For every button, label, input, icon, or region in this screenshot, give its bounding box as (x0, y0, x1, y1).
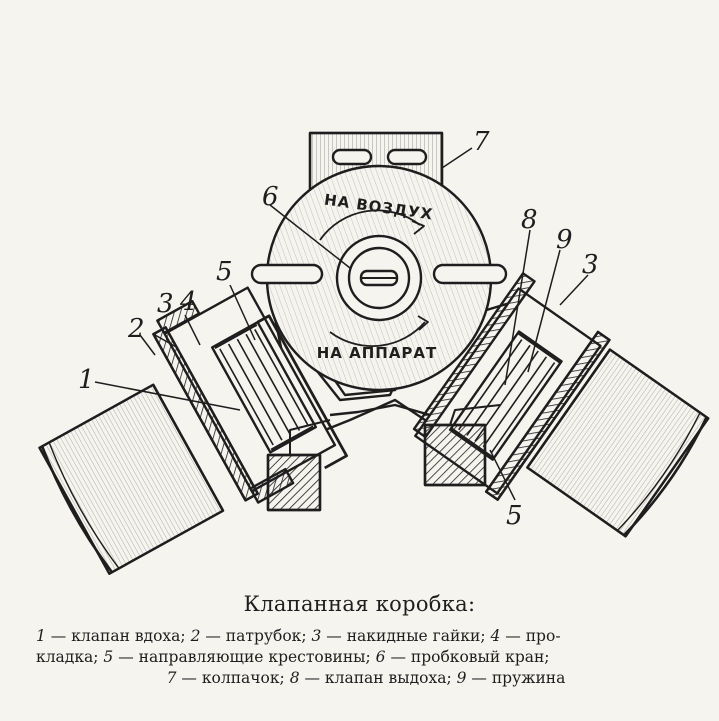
legend-text: кладка; (36, 648, 104, 666)
lower-outlets (266, 404, 501, 512)
legend-num: 8 (289, 669, 300, 687)
inhale-valve-housing (152, 286, 348, 504)
callout-9: 9 (556, 225, 573, 255)
legend-num: 7 (166, 669, 177, 687)
leader-lines (94, 147, 589, 501)
callout-8: 8 (521, 205, 538, 235)
legend-text: — клапан выдоха; (299, 669, 457, 687)
right-nozzle (526, 348, 710, 538)
legend-num: 6 (375, 648, 386, 666)
caption-legend: 1 — клапан вдоха; 2 — патрубок; 3 — наки… (36, 626, 696, 689)
legend-num: 9 (456, 669, 467, 687)
left-nozzle (38, 383, 225, 575)
legend-text: — клапан вдоха; (45, 627, 191, 645)
callout-2: 2 (127, 314, 145, 344)
legend-text: — направляющие крестовины; (113, 648, 376, 666)
dial-text-bottom: НА АППАРАТ (317, 344, 438, 362)
inhale-valve-disc (210, 320, 318, 454)
legend-num: 5 (103, 648, 114, 666)
callout-labels: 7 6 5 4 3 2 1 8 9 3 5 (78, 127, 599, 531)
legend-num: 4 (490, 627, 501, 645)
plug-cock-dial (250, 164, 508, 392)
caption-title: Клапанная коробка: (243, 592, 476, 616)
callout-4: 4 (179, 287, 197, 317)
callout-1: 1 (78, 365, 95, 395)
callout-3-right: 3 (582, 250, 599, 280)
legend-line-1: 1 — клапан вдоха; 2 — патрубок; 3 — наки… (36, 626, 696, 647)
legend-text: — про- (500, 627, 561, 645)
legend-text: — пробковый кран; (385, 648, 550, 666)
legend-line-3: 7 — колпачок; 8 — клапан выдоха; 9 — пру… (36, 668, 696, 689)
callout-5-right: 5 (506, 501, 523, 531)
legend-text: — накидные гайки; (321, 627, 491, 645)
legend-text: — пружина (466, 669, 566, 687)
callout-3-left: 3 (157, 289, 174, 319)
legend-num: 1 (36, 627, 46, 645)
callout-6: 6 (262, 182, 279, 212)
legend-text: — колпачок; (176, 669, 290, 687)
legend-text: — патрубок; (200, 627, 312, 645)
legend-num: 2 (190, 627, 201, 645)
callout-7: 7 (473, 127, 490, 157)
callout-5-left: 5 (216, 257, 233, 287)
legend-line-2: кладка; 5 — направляющие крестовины; 6 —… (36, 647, 696, 668)
valve-box-diagram: НА ВОЗДУХ НА АППАРАТ 7 6 5 4 3 2 1 8 9 3… (38, 127, 710, 575)
legend-num: 3 (311, 627, 322, 645)
